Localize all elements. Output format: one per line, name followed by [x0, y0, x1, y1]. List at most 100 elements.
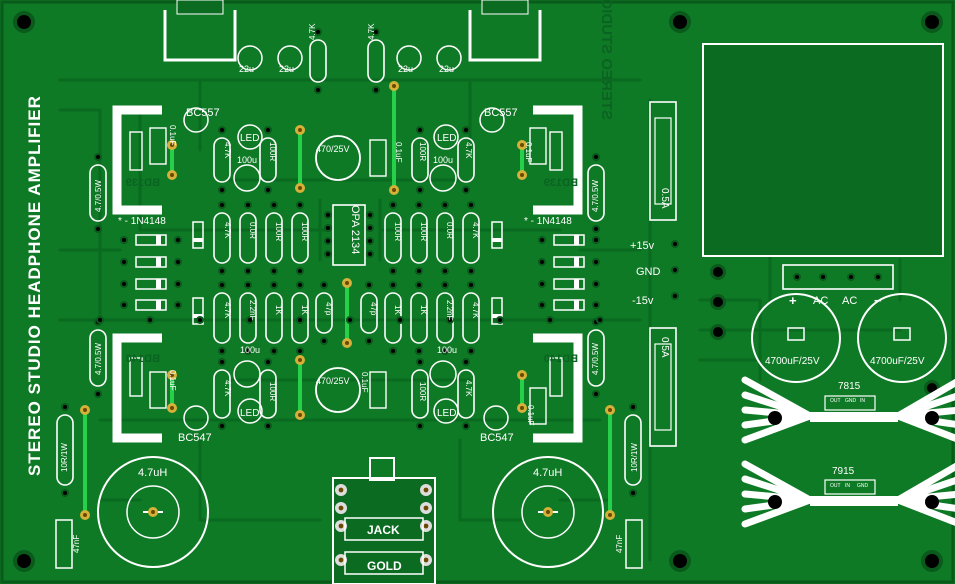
diode-body — [135, 278, 167, 290]
via-hole — [322, 283, 326, 287]
r0-b: 0.0R — [445, 222, 454, 239]
r47k-g: 4.7K — [223, 380, 232, 397]
c100u-label-3: 100u — [240, 345, 260, 355]
r47k-d: 4.7K — [471, 222, 480, 239]
power-transistor-pins — [549, 131, 563, 171]
led-label-4: LED — [437, 408, 456, 419]
via-hole — [298, 203, 302, 207]
jack-tab — [369, 457, 395, 481]
via-hole — [418, 360, 422, 364]
solder-pad-hole — [520, 406, 524, 410]
via-hole — [594, 227, 598, 231]
r47k-top-1: 4.7K — [308, 23, 317, 40]
resistor-body — [315, 292, 333, 334]
via-hole — [849, 275, 853, 279]
solder-pad-hole — [298, 186, 302, 190]
via-hole — [266, 424, 270, 428]
c47p-a: 47p — [324, 302, 333, 316]
resistor-body — [587, 329, 605, 387]
heatsink-hole — [768, 495, 782, 509]
via-hole — [548, 318, 552, 322]
heatsink-fin — [894, 496, 955, 526]
heatsink-fin — [741, 496, 814, 528]
r05w-tr: 4.7/0.5W — [591, 180, 600, 212]
solder-pad-hole — [151, 510, 155, 514]
mounting-hole-center — [673, 15, 687, 29]
via-hole — [469, 283, 473, 287]
via-hole — [368, 226, 372, 230]
solder-pad-hole — [520, 373, 524, 377]
resistor-body — [265, 212, 283, 264]
via-hole — [540, 238, 544, 242]
jack-label: JACK — [367, 523, 400, 537]
r10-left: 10R/1W — [60, 443, 69, 472]
resistor-body — [367, 39, 385, 83]
via-hole — [368, 252, 372, 256]
via-hole — [326, 213, 330, 217]
r47k-top-2: 4.7K — [367, 23, 376, 40]
film-cap — [149, 371, 167, 409]
transistor-outline — [483, 405, 509, 431]
resistor-body — [457, 369, 475, 419]
resistor-body — [213, 369, 231, 419]
solder-pad-hole — [83, 408, 87, 412]
resistor-body — [410, 292, 428, 344]
heatsink-bracket — [533, 333, 583, 443]
via-hole — [122, 303, 126, 307]
via-hole — [220, 283, 224, 287]
diode-band — [156, 300, 161, 310]
resistor-body — [411, 369, 429, 419]
via-hole — [246, 283, 250, 287]
via-hole — [272, 269, 276, 273]
solder-pad-hole — [392, 188, 396, 192]
regulator-label-bottom: 7915 — [832, 466, 855, 477]
via-hole — [631, 491, 635, 495]
led-outline — [433, 124, 459, 150]
diode-body — [553, 256, 585, 268]
solder-pad-hole — [298, 413, 302, 417]
bd140-label-left: BD140 — [126, 353, 160, 365]
resistor-body — [291, 292, 309, 344]
resistor-body — [436, 212, 454, 264]
bd140-label-right: BD140 — [544, 353, 578, 365]
resistor-body — [411, 137, 429, 183]
via-hole — [266, 360, 270, 364]
via-hole — [391, 269, 395, 273]
r100-c: 100R — [274, 222, 283, 241]
solder-pad-hole — [423, 487, 429, 493]
heatsink-bar — [810, 496, 898, 506]
copper-trace — [458, 438, 522, 522]
cap-470u — [315, 367, 361, 413]
mounting-hole-center — [925, 15, 939, 29]
c01-tl: 0.1uF — [168, 125, 177, 146]
via-hole — [266, 188, 270, 192]
via-hole — [464, 424, 468, 428]
via-hole — [122, 260, 126, 264]
cap22-label-3: 22u — [398, 64, 413, 74]
diode-band — [156, 235, 161, 245]
heatsink-hole — [768, 411, 782, 425]
via-hole — [122, 282, 126, 286]
film-cap — [369, 139, 387, 177]
via-hole — [594, 238, 598, 242]
resistor-body — [56, 414, 74, 486]
via-hole — [220, 424, 224, 428]
via-hole — [368, 239, 372, 243]
led-outline — [237, 124, 263, 150]
ac-plus-label: + — [789, 293, 797, 308]
via-hole — [326, 252, 330, 256]
r05w-bl: 4.7/0.5W — [94, 343, 103, 375]
via-hole — [418, 424, 422, 428]
diode-band-v — [193, 238, 203, 242]
solder-pad-hole — [170, 143, 174, 147]
component-outlines — [13, 0, 955, 584]
bulk-cap-mark — [893, 327, 911, 341]
via-hole — [391, 283, 395, 287]
diode-body — [135, 256, 167, 268]
via-hole — [96, 392, 100, 396]
via-hole — [391, 203, 395, 207]
c100u-label-2: 100u — [433, 155, 453, 165]
resistor-body — [89, 164, 107, 222]
copper-trace — [198, 438, 322, 522]
resistor-body — [291, 212, 309, 264]
